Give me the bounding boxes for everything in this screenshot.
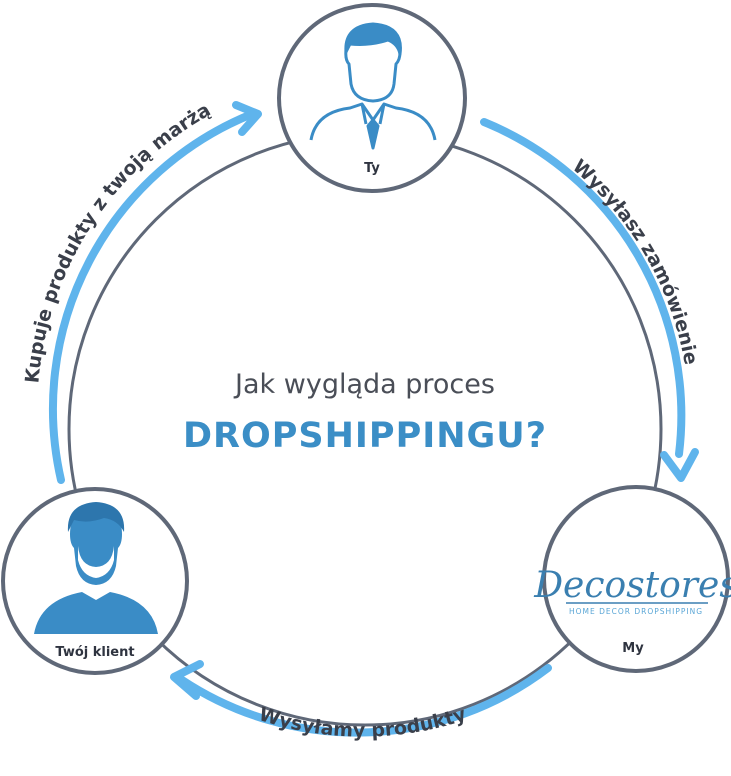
decostores-logo: Decostores HOME DECOR DROPSHIPPING: [533, 565, 731, 616]
arrow-left: [48, 110, 256, 484]
node-my-label: My: [622, 641, 644, 656]
arrow-right: [480, 118, 686, 458]
arrow-left-head: [232, 101, 262, 136]
diagram-title-emphasis: DROPSHIPPINGU?: [183, 416, 547, 456]
node-klient: Twój klient: [1, 487, 189, 675]
arrow-bottom-head: [170, 660, 204, 700]
arrow-bottom-label: Wysyłamy produkty: [256, 703, 469, 742]
businessman-icon: [309, 22, 437, 150]
arrow-bottom: [178, 664, 552, 737]
svg-text:Decostores: Decostores: [533, 565, 731, 606]
arrow-right-head: [660, 448, 699, 482]
diagram-title: Jak wygląda proces: [233, 369, 495, 400]
node-ty-label: Ty: [364, 161, 380, 176]
arrow-right-label: Wysyłasz zamówienie: [568, 155, 702, 366]
node-ty: Ty: [277, 3, 467, 193]
svg-text:HOME DECOR DROPSHIPPING: HOME DECOR DROPSHIPPING: [569, 607, 703, 616]
node-klient-label: Twój klient: [55, 645, 134, 660]
customer-icon: [34, 502, 158, 634]
node-my: Decostores HOME DECOR DROPSHIPPING My: [533, 485, 731, 673]
arrow-left-label: Kupuje produkty z twoją marżą: [21, 99, 214, 384]
